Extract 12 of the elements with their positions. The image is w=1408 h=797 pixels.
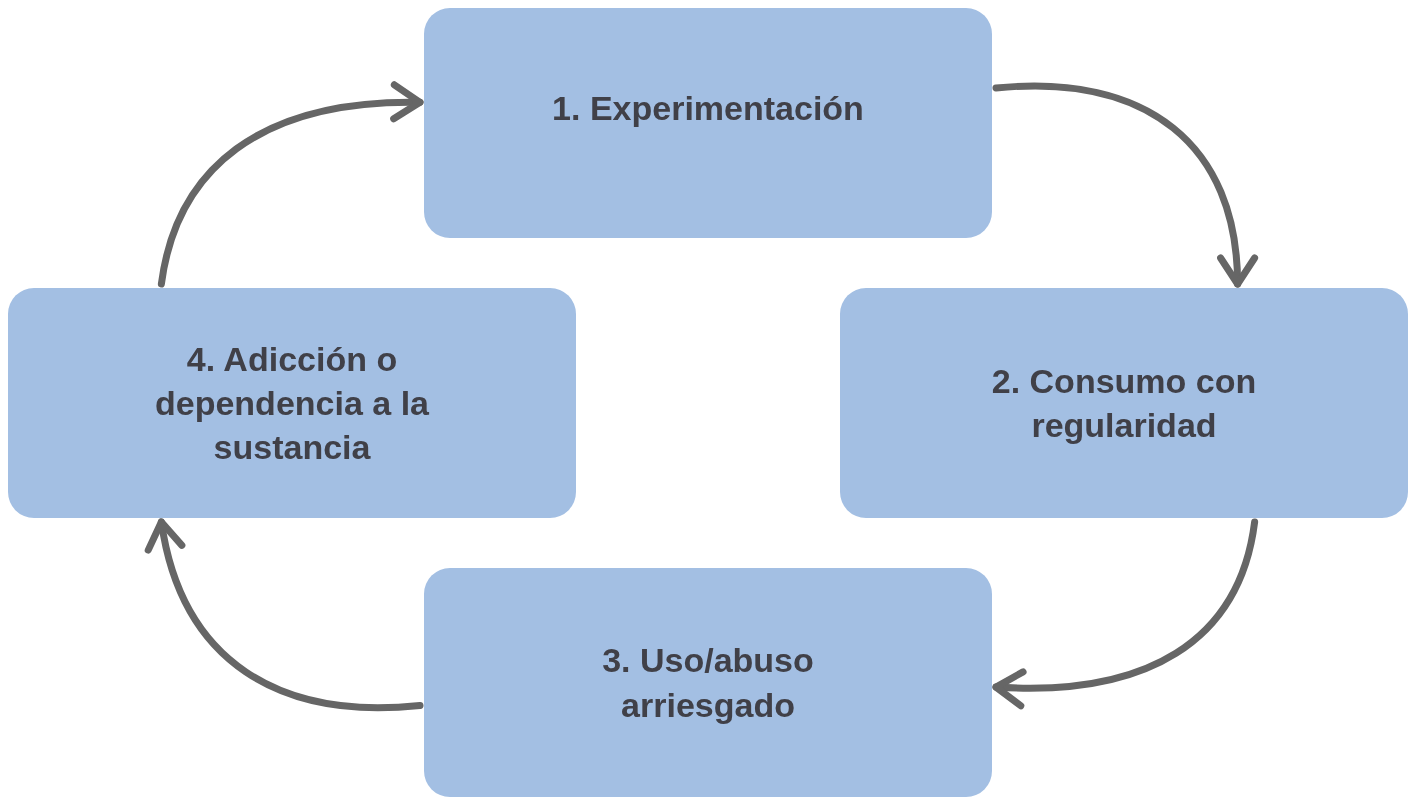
stage-label: 4. Adicción o dependencia a la sustancia xyxy=(154,338,430,469)
curved-arrow xyxy=(157,82,424,288)
curved-arrow xyxy=(146,518,424,712)
stage-box xyxy=(840,288,1408,518)
stage-label: 3. Uso/abuso arriesgado xyxy=(601,640,815,726)
stage-box xyxy=(424,8,992,238)
stage-label: 2. Consumo con regularidad xyxy=(990,360,1258,446)
curved-arrow xyxy=(992,82,1257,288)
curved-arrow xyxy=(992,518,1259,709)
stage-label: 1. Experimentación xyxy=(552,87,864,129)
stage-box xyxy=(424,568,992,797)
stage-box xyxy=(8,288,576,518)
